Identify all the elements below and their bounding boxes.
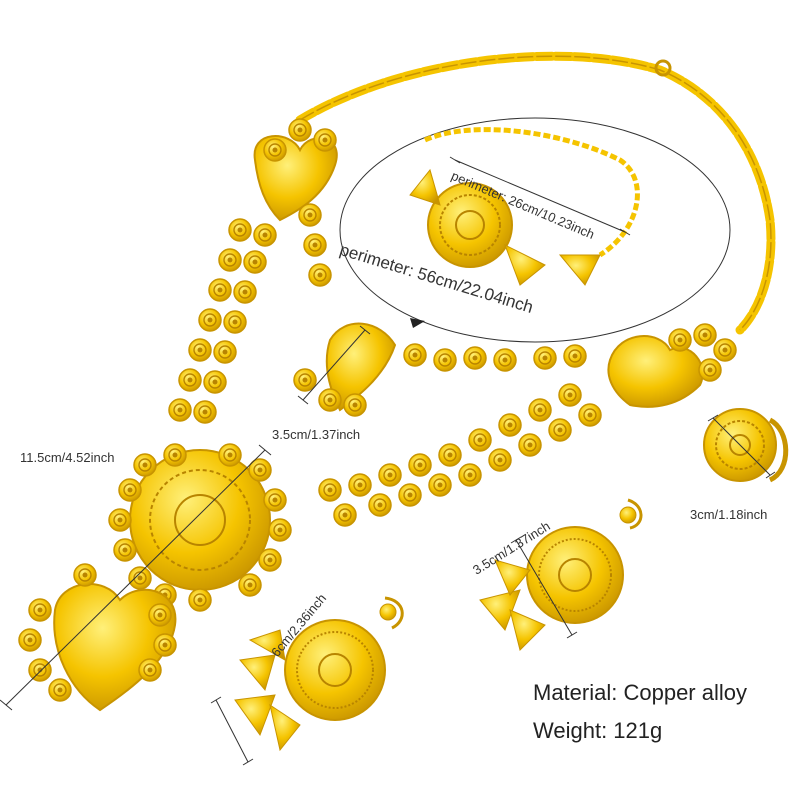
necklace-body [18, 118, 737, 712]
ring [703, 408, 789, 483]
perimeter-ellipse [339, 117, 731, 343]
ring-size-label: 3cm/1.18inch [690, 507, 768, 522]
weight-label: Weight: 121g [533, 718, 663, 743]
pendant-size-label: 11.5cm/4.52inch [20, 450, 115, 465]
arrow-icon [410, 318, 425, 328]
necklace-chain [295, 51, 776, 335]
measurement-lines [0, 156, 776, 766]
material-label: Material: Copper alloy [533, 680, 747, 705]
small-pendant-size-label: 3.5cm/1.37inch [272, 427, 361, 442]
earring-right [479, 498, 643, 651]
bracelet [409, 127, 640, 286]
earring-left [234, 596, 404, 752]
